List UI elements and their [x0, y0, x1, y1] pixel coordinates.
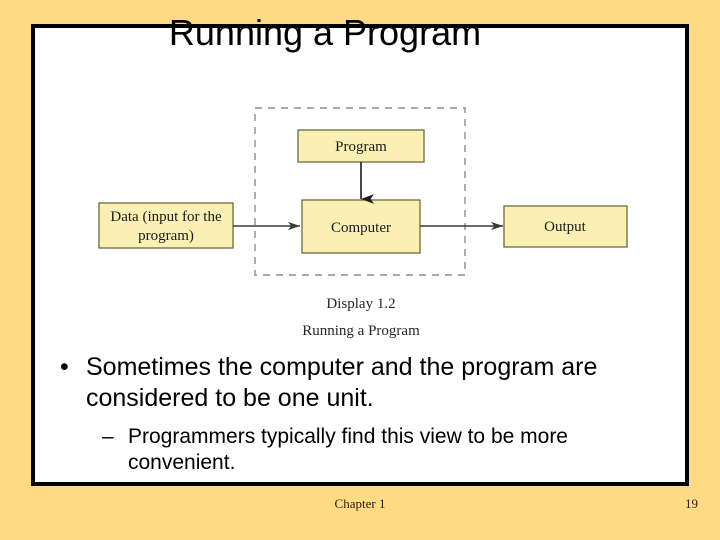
bullet-text-level2: Programmers typically find this view to … — [128, 425, 568, 474]
bullet-marker-dot: • — [60, 353, 69, 381]
bullet-marker-dash: – — [102, 425, 114, 448]
program-flow-diagram: Data (input for the program) Program Com… — [60, 80, 660, 340]
list-item: • Sometimes the computer and the program… — [52, 352, 672, 414]
computer-box-label: Computer — [331, 220, 391, 236]
unit-boundary-dashed-rect — [254, 107, 466, 276]
data-box-label-line2: program) — [138, 228, 194, 244]
data-box-label-line1: Data (input for the — [110, 209, 222, 225]
diagram-caption-line2: Running a Program — [302, 323, 420, 339]
bullet-list: • Sometimes the computer and the program… — [52, 352, 672, 476]
footer-page-number: 19 — [685, 496, 698, 511]
output-box — [503, 205, 628, 248]
footer-chapter-label: Chapter 1 — [334, 496, 386, 511]
bullet-text-level1: Sometimes the computer and the program a… — [86, 353, 598, 412]
slide-content-box — [31, 24, 689, 486]
page-title: Running a Program — [168, 12, 482, 53]
list-item: – Programmers typically find this view t… — [52, 424, 672, 476]
data-box — [98, 202, 234, 249]
diagram-caption-line1: Display 1.2 — [326, 296, 395, 312]
output-box-label: Output — [544, 219, 587, 235]
program-box-label: Program — [335, 139, 387, 155]
